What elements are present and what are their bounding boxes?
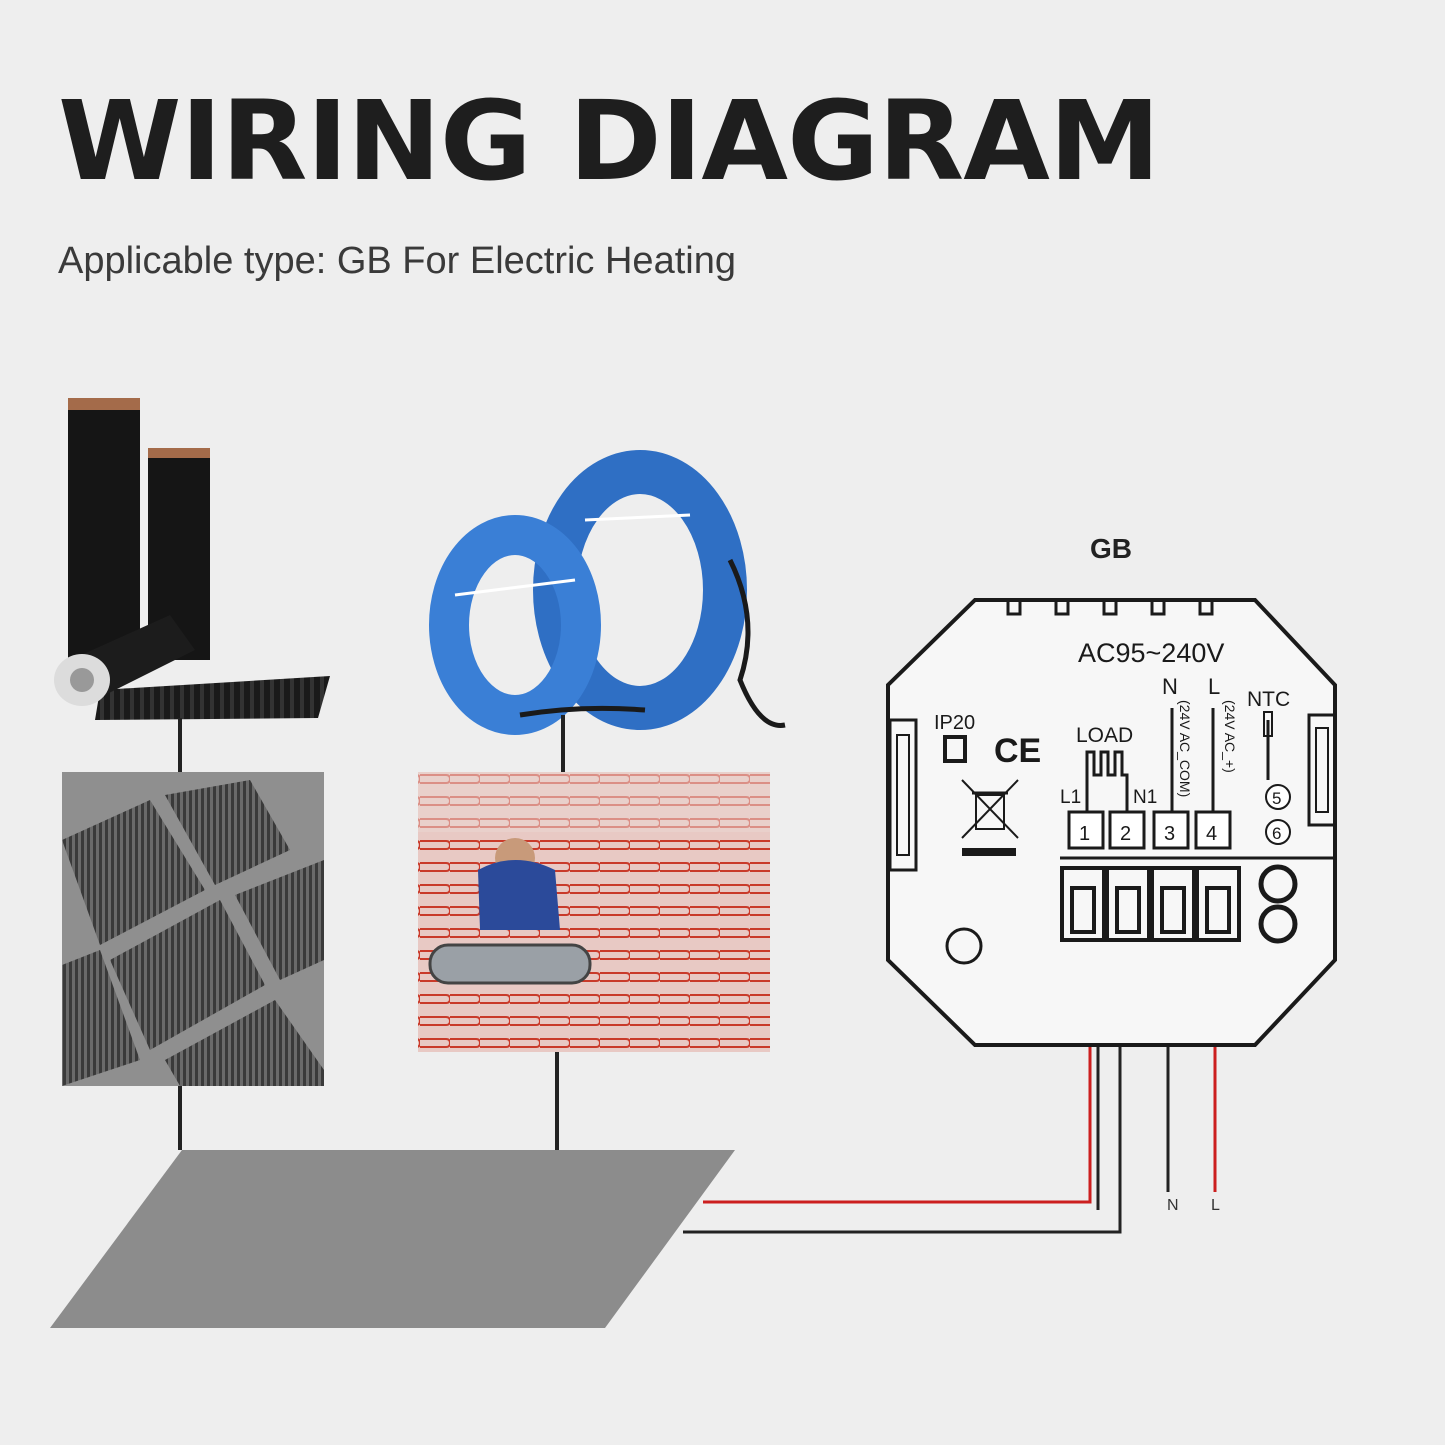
ntc-label: NTC bbox=[1247, 688, 1290, 711]
terminal-1: 1 bbox=[1079, 823, 1090, 845]
terminal-block bbox=[1067, 784, 1291, 850]
page-subtitle: Applicable type: GB For Electric Heating bbox=[58, 240, 736, 282]
n1-label: N1 bbox=[1133, 787, 1157, 808]
ip20-label: IP20 bbox=[934, 712, 975, 734]
device-model-label: GB bbox=[1090, 533, 1132, 564]
l1-label: L1 bbox=[1060, 787, 1081, 808]
heated-floor-slab bbox=[50, 1150, 735, 1328]
heating-cable-coils-image bbox=[429, 450, 786, 735]
l-label: L bbox=[1208, 674, 1220, 699]
page-title: WIRING DIAGRAM bbox=[58, 78, 1160, 206]
ip20-square-icon bbox=[943, 735, 967, 763]
load-heater-symbol bbox=[1085, 708, 1273, 812]
heating-film-rolls-image bbox=[54, 398, 330, 720]
weee-bin-icon bbox=[961, 779, 1019, 856]
cable-floor-installation-image bbox=[418, 772, 770, 1052]
wire-l-label: L bbox=[1211, 1197, 1220, 1214]
terminal-2: 2 bbox=[1120, 823, 1131, 845]
n-label: N bbox=[1162, 674, 1178, 699]
ce-mark-icon: CE bbox=[994, 732, 1041, 770]
terminal-5: 5 bbox=[1272, 789, 1281, 808]
l-rotated-label: (24V AC_+) bbox=[1222, 700, 1238, 773]
terminal-3: 3 bbox=[1164, 823, 1175, 845]
terminal-4: 4 bbox=[1206, 823, 1217, 845]
terminal-6: 6 bbox=[1272, 824, 1281, 843]
voltage-label: AC95~240V bbox=[1078, 638, 1224, 668]
load-label: LOAD bbox=[1076, 724, 1133, 747]
film-floor-installation-image bbox=[62, 772, 324, 1086]
n-rotated-label: (24V AC_COM) bbox=[1177, 700, 1193, 797]
wire-n-label: N bbox=[1167, 1197, 1179, 1214]
